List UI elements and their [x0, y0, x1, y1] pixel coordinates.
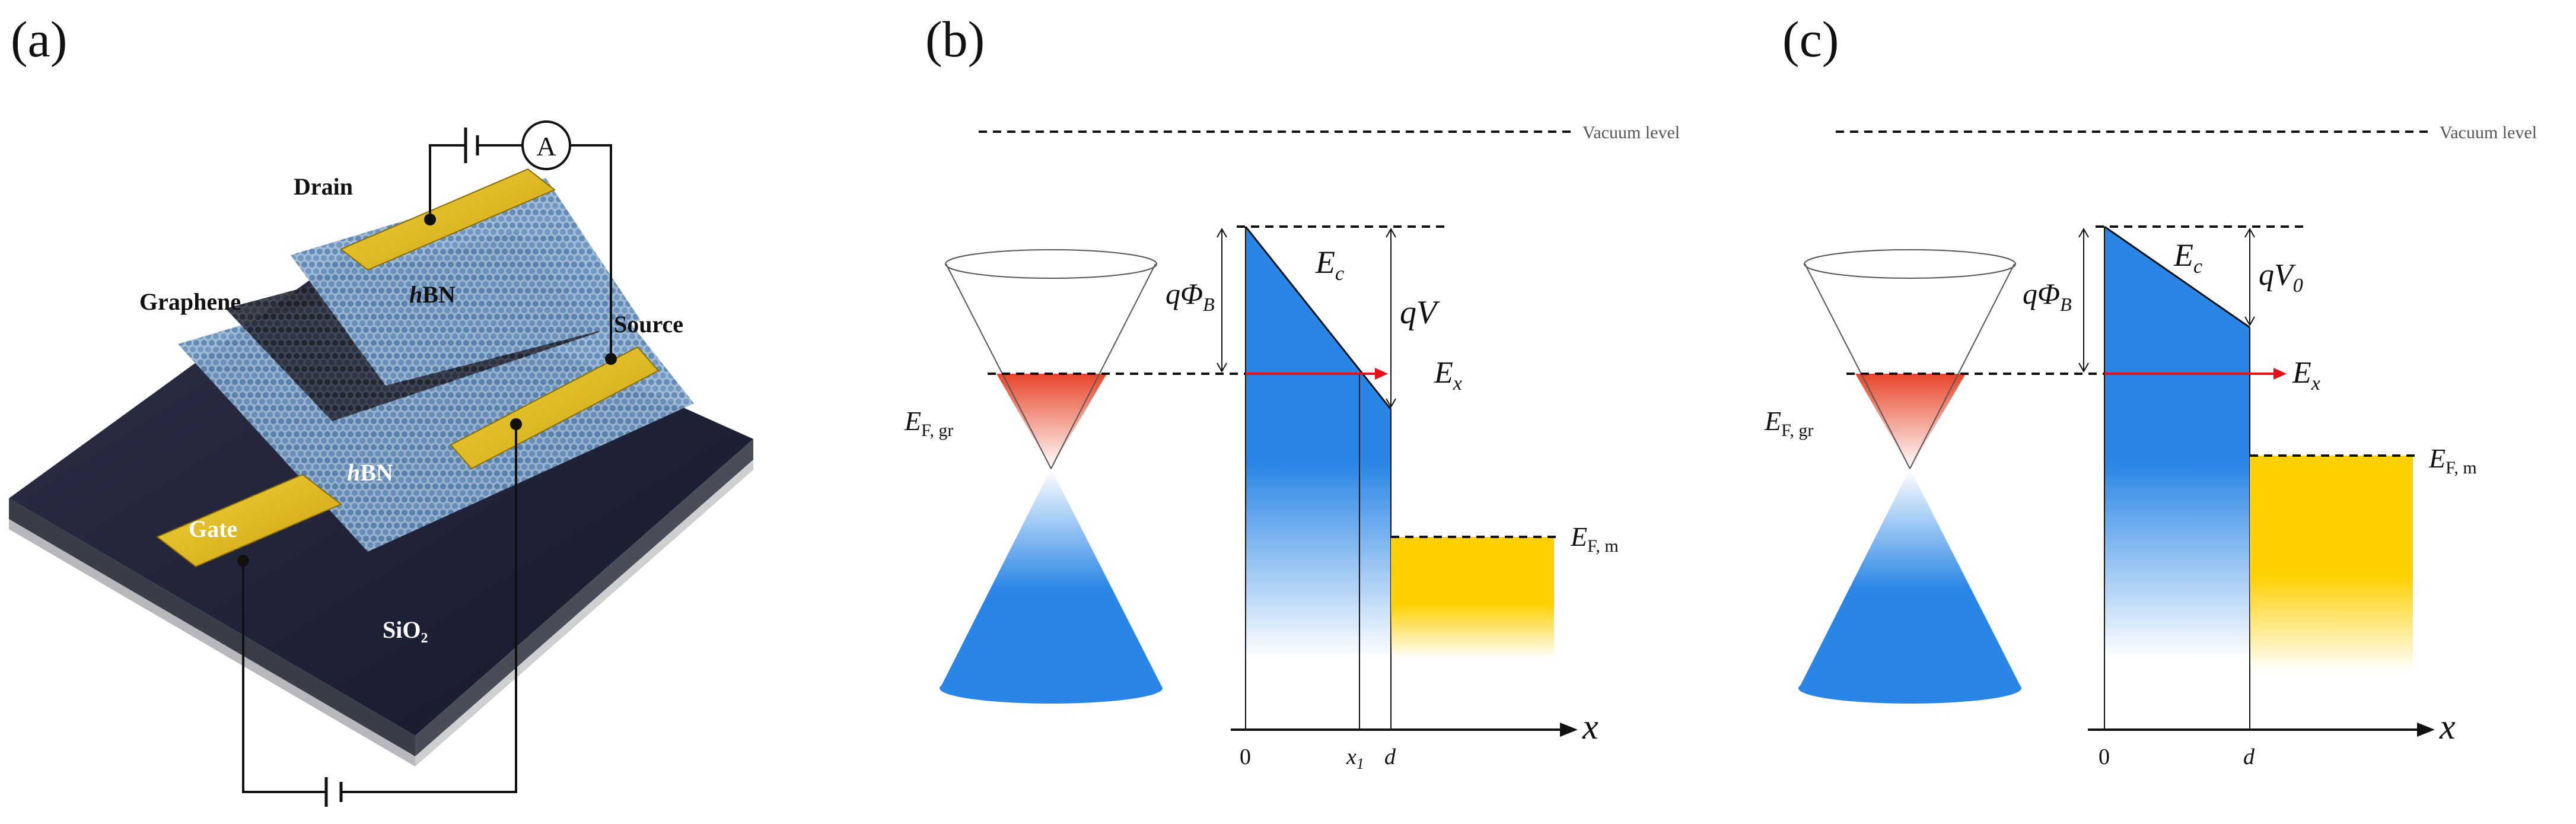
tick-0: 0	[1240, 745, 1251, 769]
battery-symbol	[324, 128, 479, 807]
graphene-dirac-cone	[940, 249, 1163, 704]
metal-electrode-band	[1391, 537, 1554, 658]
ex-arrow	[2104, 368, 2287, 380]
ec-label: Ec	[2173, 237, 2202, 278]
drain-electrode	[340, 168, 556, 271]
metal-electrode-band	[2250, 456, 2413, 672]
panel-b: (b) Vacuum level EF, gr EF, m	[904, 11, 1680, 772]
panel-c-label: (c)	[1782, 11, 1839, 68]
panel-b-label: (b)	[925, 11, 985, 68]
drain-label: Drain	[294, 173, 353, 200]
ef-graphene-label: EF, gr	[904, 406, 953, 440]
sio2-label: SiO2	[383, 616, 428, 646]
tick-d: d	[1384, 745, 1396, 769]
ammeter: A	[521, 120, 571, 170]
x-axis-label: x	[1582, 707, 1599, 746]
qphi-arrow	[1217, 227, 1227, 373]
gate-contact-dot	[237, 555, 249, 567]
panel-a: (a)	[9, 11, 753, 807]
ec-label: Ec	[1315, 244, 1344, 285]
qphi-arrow	[2078, 227, 2089, 373]
source-wire-dot	[510, 418, 522, 430]
qv-label: qV	[1400, 294, 1440, 331]
tick-d: d	[2243, 745, 2255, 769]
ef-metal-label: EF, m	[1570, 521, 1619, 556]
gate-label: Gate	[189, 516, 237, 542]
ef-graphene-label: EF, gr	[1764, 406, 1813, 440]
x-axis-label: x	[2439, 707, 2456, 746]
ex-label: Ex	[2292, 356, 2320, 394]
svg-text:A: A	[536, 131, 556, 161]
gate-electrode	[156, 473, 342, 568]
source-contact-dot	[605, 353, 617, 365]
qv0-arrow	[2244, 227, 2255, 327]
tick-x1: x1	[1346, 745, 1364, 772]
panel-c: (c) Vacuum level EF, gr EF, m	[1764, 11, 2537, 769]
graphene-label: Graphene	[139, 288, 241, 315]
ex-label: Ex	[1434, 356, 1462, 394]
top-hbn-label: hBN	[409, 281, 456, 308]
qv0-label: qV0	[2259, 258, 2303, 297]
drain-contact-dot	[424, 214, 436, 225]
vacuum-level-label: Vacuum level	[2440, 123, 2537, 142]
tunnel-barrier	[2104, 227, 2250, 658]
qphi-label: qΦB	[2023, 277, 2072, 315]
source-label: Source	[614, 311, 683, 338]
conduction-band-edge	[2104, 225, 2250, 329]
conduction-band-edge	[1244, 226, 1392, 410]
source-electrode	[450, 346, 660, 470]
vacuum-level-label: Vacuum level	[1582, 123, 1680, 142]
ex-arrow	[1246, 368, 1388, 380]
graphene-dirac-cone	[1798, 249, 2021, 704]
tick-0: 0	[2099, 745, 2110, 769]
bottom-hbn-label: hBN	[347, 459, 393, 486]
x-axis	[2088, 723, 2435, 737]
qv-arrow	[1386, 227, 1396, 409]
qphi-label: qΦB	[1166, 277, 1215, 315]
panel-a-label: (a)	[11, 11, 67, 68]
ef-metal-label: EF, m	[2428, 443, 2477, 478]
tunnel-barrier	[1246, 227, 1391, 658]
circuit-wires	[242, 144, 612, 793]
x-axis	[1231, 723, 1578, 737]
top-hbn-flake	[291, 178, 641, 386]
